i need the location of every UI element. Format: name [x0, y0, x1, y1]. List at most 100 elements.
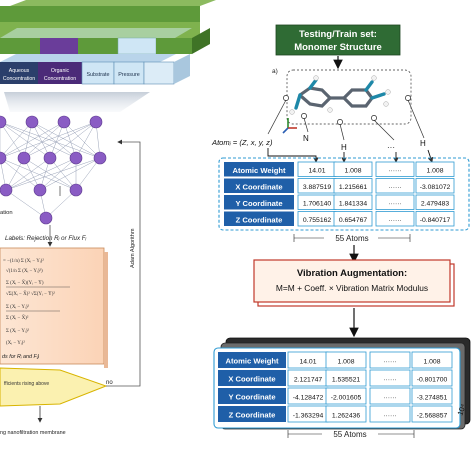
svg-text:Σ (Xᵢ − X̄)(Yᵢ − Ȳ): Σ (Xᵢ − X̄)(Yᵢ − Ȳ)	[6, 280, 44, 286]
copies-label: 10⁴	[455, 403, 467, 417]
nn-edge	[39, 157, 77, 191]
nn-node	[25, 115, 39, 129]
atom-label-dots: ···	[387, 143, 395, 152]
table-cell-value: -3.081072	[420, 184, 451, 191]
nn-edge	[0, 121, 97, 159]
table-cell-value: 3.887519	[303, 184, 332, 191]
table-cell-value: -2.001605	[331, 394, 362, 401]
row-label: Y Coordinate	[235, 199, 282, 208]
nn-edge	[49, 121, 65, 159]
table-cell-value: 1.706140	[303, 201, 332, 208]
table1-footer-label: 55 Atoms	[335, 234, 368, 243]
nn-edge	[63, 121, 101, 159]
table-cell	[375, 211, 415, 227]
formula-lines: = −(1/n) Σ (Xᵢ − Yᵢ)² √(1/n Σ (Xᵢ − Yᵢ)²…	[3, 258, 70, 346]
nn-node	[89, 115, 103, 129]
row-header-cell	[224, 195, 294, 210]
table-cell	[333, 211, 373, 227]
table-cell	[325, 405, 367, 423]
table-cell	[325, 351, 367, 369]
row-header-cell	[218, 370, 286, 386]
table-cell-value: ······	[388, 184, 402, 191]
nn-edge	[45, 189, 77, 219]
nn-node	[0, 183, 13, 197]
nn-edge	[0, 157, 77, 191]
table-cell-value: -4.128472	[293, 394, 324, 401]
svg-text:Σ (Xᵢ − X̄)²: Σ (Xᵢ − X̄)²	[6, 315, 29, 321]
row-header-cell	[224, 162, 294, 177]
block-aqueous: Aqueous Concentration	[0, 62, 38, 84]
table2-footer: 55 Atoms	[287, 430, 415, 439]
nn-edge	[39, 157, 101, 191]
svg-text:= −(1/n) Σ (Xᵢ − Yᵢ)²: = −(1/n) Σ (Xᵢ − Yᵢ)²	[3, 258, 44, 264]
table-cell-value: ······	[383, 412, 397, 419]
table-cell	[325, 387, 367, 405]
panel-label: a)	[272, 68, 278, 75]
column-arrows	[267, 148, 434, 163]
nn-node	[33, 183, 47, 197]
nn-edge	[49, 121, 97, 159]
table-cell-value: ······	[388, 201, 402, 208]
table-cell-value: 2.479483	[421, 201, 450, 208]
table1-footer: 55 Atoms	[293, 234, 411, 243]
table-cell-value: -1.363294	[293, 412, 324, 419]
table-cell-value: 1.008	[344, 168, 361, 175]
atom-label-h1: H	[341, 143, 347, 152]
table-cell-value: 1.535521	[332, 376, 361, 383]
table-cell-value: 1.841334	[339, 201, 368, 208]
table-cell	[411, 387, 453, 405]
table-cell	[375, 161, 415, 177]
table-cell	[333, 178, 373, 194]
nn-edge	[23, 157, 77, 191]
feature-blocks-stack: Aqueous Concentration Organic Concentrat…	[0, 0, 216, 85]
row-header-cell	[224, 211, 294, 226]
network-nodes	[0, 115, 107, 225]
table-cell-value: 1.008	[337, 358, 354, 365]
svg-text:Σ (Xᵢ − Yᵢ)²: Σ (Xᵢ − Yᵢ)²	[6, 304, 29, 310]
row-label: X Coordinate	[228, 375, 275, 384]
table-cell	[415, 194, 455, 210]
nn-edge	[0, 121, 33, 159]
nn-node	[93, 151, 107, 165]
row-header-cell	[218, 406, 286, 422]
block-organic-line1: Organic	[51, 68, 70, 74]
table-cell-value: 1.215661	[339, 184, 368, 191]
nn-edge	[0, 121, 77, 159]
nn-edge	[23, 121, 65, 159]
table-cell-value: 0.755162	[303, 217, 332, 224]
adam-label: Adam Algorithm	[130, 228, 136, 268]
title-line1: Testing/Train set:	[299, 29, 377, 40]
row-header-cell	[218, 388, 286, 404]
table-cell	[375, 178, 415, 194]
nn-node	[57, 115, 71, 129]
atom-leader-lines	[267, 99, 425, 141]
nn-edge	[23, 121, 97, 159]
table-cell-value: 1.008	[423, 358, 440, 365]
augment-title: Vibration Augmentation:	[297, 268, 407, 279]
table-cell-value: ······	[388, 168, 402, 175]
loss-formula-box: = −(1/n) Σ (Xᵢ − Yᵢ)² √(1/n Σ (Xᵢ − Yᵢ)²…	[0, 247, 108, 368]
table-cell	[369, 405, 411, 423]
neural-network	[0, 121, 101, 219]
nn-edge	[5, 157, 77, 191]
nn-node	[0, 115, 7, 129]
atom-label-n: N	[303, 134, 309, 143]
nn-edge	[0, 121, 51, 159]
nn-edge	[31, 121, 51, 159]
nn-edge	[5, 157, 51, 191]
atom-formula: Atomᵢ = (Z, x, y, z)	[211, 138, 273, 147]
row-label: Z Coordinate	[236, 215, 283, 224]
nn-edge	[49, 157, 77, 191]
table-cell	[411, 351, 453, 369]
svg-text:√Σ(Xᵢ − X̄)² √Σ(Yᵢ − Ȳ)²: √Σ(Xᵢ − X̄)² √Σ(Yᵢ − Ȳ)²	[6, 291, 55, 297]
nn-node	[17, 151, 31, 165]
nn-node	[39, 211, 53, 225]
title-line2: Monomer Structure	[294, 42, 382, 53]
nn-node	[0, 151, 7, 165]
nn-node	[69, 183, 83, 197]
adam-feedback-loop	[47, 139, 141, 387]
nn-edge	[31, 121, 77, 159]
table-cell-value: 0.654767	[339, 217, 368, 224]
atom-label-h2: H	[420, 139, 426, 148]
